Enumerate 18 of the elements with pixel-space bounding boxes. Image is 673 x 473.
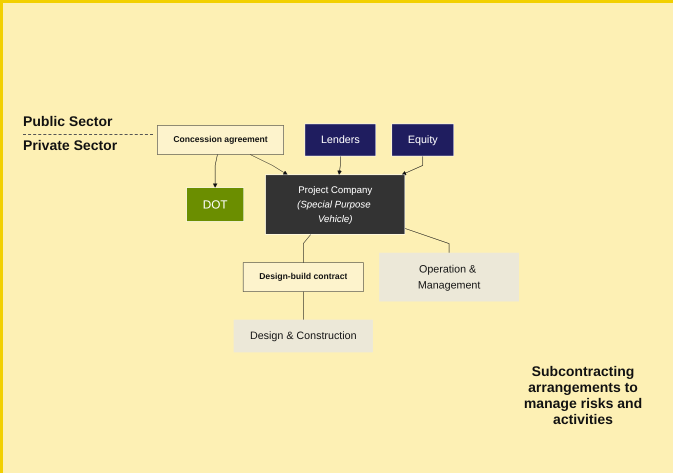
sector-label: Private Sector — [23, 137, 118, 153]
node-box: Operation & Management — [379, 252, 519, 302]
connector — [303, 234, 312, 263]
node-box: DOT — [186, 187, 244, 222]
arrow — [402, 156, 424, 176]
connector — [404, 228, 450, 254]
node-box: Lenders — [304, 124, 376, 156]
arrow — [212, 154, 218, 188]
node-box: Project Company (Special Purpose Vehicle) — [265, 174, 406, 235]
node-box: Design-build contract — [242, 262, 364, 292]
sector-label: Public Sector — [23, 113, 112, 129]
node-box: Equity — [392, 124, 454, 156]
node-box: Design & Construction — [234, 320, 373, 352]
arrow — [250, 154, 288, 176]
arrow — [337, 156, 342, 176]
note-text: Subcontracting arrangements to manage risks and activities — [522, 363, 644, 427]
connector — [303, 291, 304, 320]
node-box: Concession agreement — [157, 125, 284, 155]
